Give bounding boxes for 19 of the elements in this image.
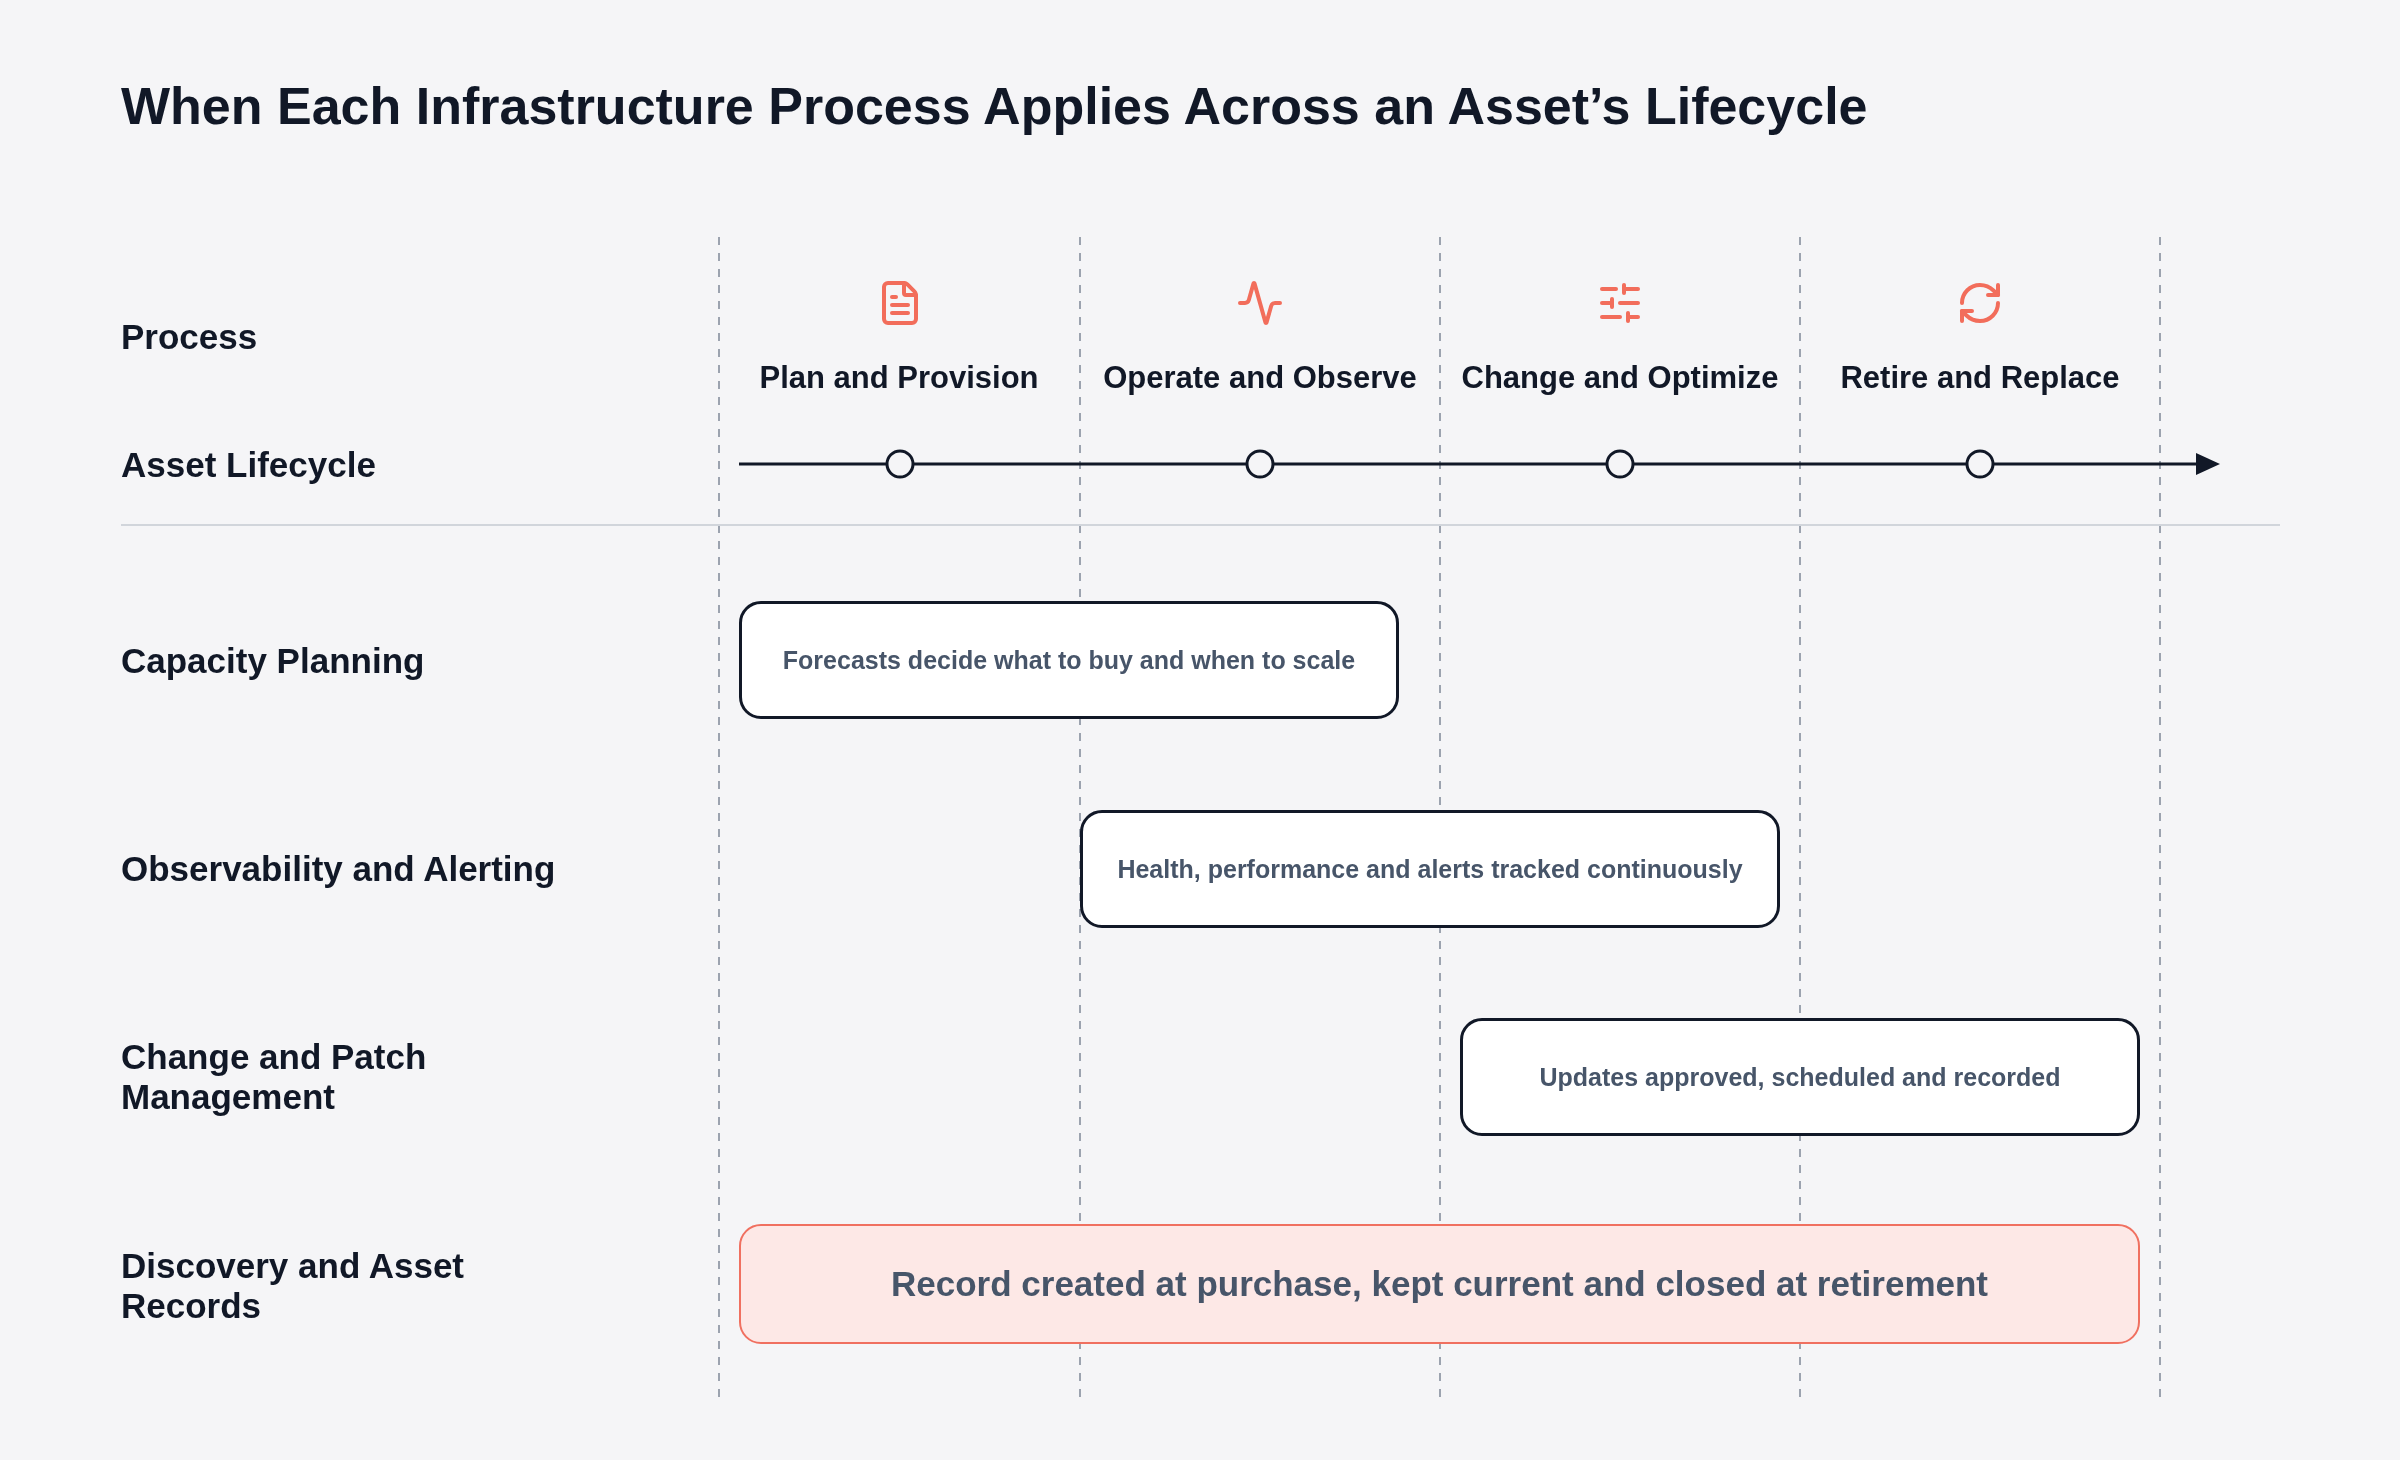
diagram-title: When Each Infrastructure Process Applies Across an Asset’s Lifecycle bbox=[121, 76, 1868, 136]
phase-label: Operate and Observe bbox=[1102, 360, 1418, 396]
phase-label: Change and Optimize bbox=[1460, 360, 1780, 396]
row-label: Capacity Planning bbox=[121, 640, 426, 682]
header-label: Asset Lifecycle bbox=[121, 444, 377, 486]
bar-text: Updates approved, scheduled and recorded bbox=[1539, 1062, 2061, 1092]
span-bar bbox=[1460, 1018, 2140, 1136]
row-label: Discovery and Asset Records bbox=[121, 1245, 466, 1327]
header-label: Process bbox=[121, 316, 259, 358]
row-label: Change and Patch Management bbox=[121, 1036, 428, 1118]
span-bar bbox=[1080, 810, 1780, 928]
span-bar bbox=[739, 601, 1399, 719]
bar-text: Record created at purchase, kept current and closed at retirement bbox=[891, 1264, 1988, 1304]
phase-label: Plan and Provision bbox=[758, 360, 1040, 396]
row-label: Observability and Alerting bbox=[121, 848, 557, 890]
bar-text: Health, performance and alerts tracked continuously bbox=[1117, 854, 1743, 884]
highlighted-span-bar bbox=[739, 1224, 2140, 1344]
phase-label: Retire and Replace bbox=[1839, 360, 2121, 396]
bar-text: Forecasts decide what to buy and when to scale bbox=[782, 645, 1356, 675]
